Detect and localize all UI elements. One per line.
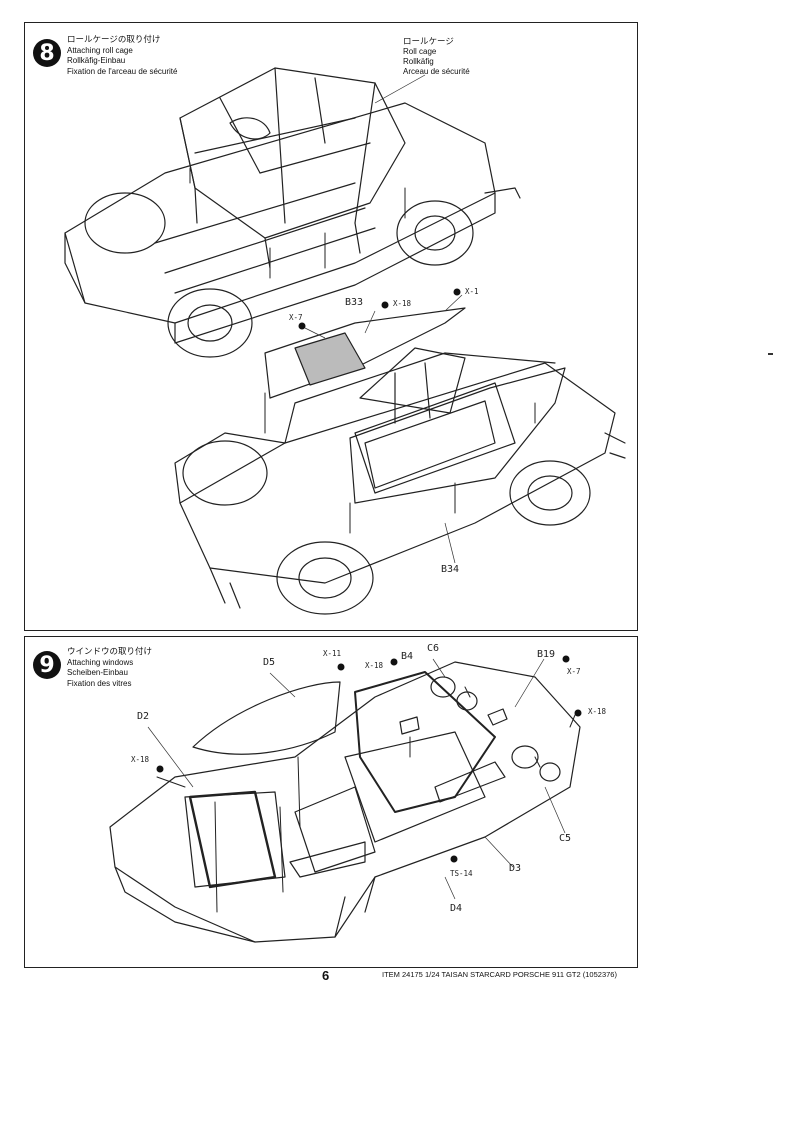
- step-title-en: Attaching roll cage: [67, 45, 133, 55]
- part-label-b4: B4: [401, 651, 414, 662]
- step-title-en: Attaching windows: [67, 657, 134, 667]
- roll-cage-callout-de: Rollkäfig: [403, 57, 434, 66]
- part-label-x18-right: X-18: [588, 707, 607, 716]
- part-label-d2: D2: [137, 711, 150, 722]
- small-parts-drawing: [400, 677, 560, 781]
- step-9-drawing: [25, 655, 582, 967]
- step-9-panel: 9 ウインドウの取り付け Attaching windows Scheiben-…: [24, 636, 638, 968]
- step-8-drawing: [25, 23, 637, 630]
- assembly-arrows: [190, 168, 535, 533]
- item-description: ITEM 24175 1/24 TAISAN STARCARD PORSCHE …: [382, 970, 617, 979]
- step-title-fr: Fixation des vitres: [67, 678, 132, 688]
- side-panel-drawing: [265, 308, 565, 503]
- part-label-ts14: TS-14: [450, 869, 473, 878]
- part-label-d4: D4: [450, 903, 463, 914]
- margin-mark: [768, 353, 773, 355]
- part-label-d3: D3: [509, 863, 522, 874]
- page-number: 6: [322, 968, 330, 983]
- part-label-c6: C6: [427, 643, 440, 654]
- part-label-x7: X-7: [567, 667, 581, 676]
- step-title-block: ウインドウの取り付け Attaching windows Scheiben-Ei…: [67, 647, 152, 689]
- part-label-d5: D5: [263, 657, 276, 668]
- step-title-jp: ロールケージの取り付け: [67, 35, 161, 45]
- part-label-c5: C5: [559, 833, 572, 844]
- step-title-de: Scheiben-Einbau: [67, 668, 128, 677]
- assembly-arrows: [157, 687, 575, 912]
- part-label-x1: X-1: [465, 287, 479, 296]
- roll-cage-callout-jp: ロールケージ: [403, 37, 454, 47]
- part-label-x7: X-7: [289, 313, 303, 322]
- step-title-jp: ウインドウの取り付け: [67, 647, 153, 657]
- part-label-b19: B19: [537, 649, 556, 660]
- part-label-x11: X-11: [323, 649, 342, 658]
- step-title-de: Rollkäfig-Einbau: [67, 56, 126, 65]
- step-number-badge: 8: [33, 39, 61, 67]
- car-body-drawing: [110, 662, 580, 942]
- step-number-badge: 9: [33, 651, 61, 679]
- step-title-block: ロールケージの取り付け Attaching roll cage Rollkäfi…: [67, 35, 177, 77]
- upper-chassis-drawing: [65, 103, 520, 357]
- part-label-x18-left: X-18: [131, 755, 150, 764]
- part-label-x18-top: X-18: [365, 661, 384, 670]
- roll-cage-callout: ロールケージ Roll cage Rollkäfig Arceau de séc…: [403, 37, 470, 77]
- roll-cage-drawing: [180, 68, 405, 268]
- roll-cage-callout-fr: Arceau de sécurité: [403, 67, 470, 76]
- roll-cage-callout-en: Roll cage: [403, 47, 437, 56]
- step-title-fr: Fixation de l'arceau de sécurité: [67, 66, 178, 76]
- part-label-b34: B34: [441, 564, 460, 575]
- part-label-x18: X-18: [393, 299, 412, 308]
- lower-chassis-drawing: [175, 348, 625, 614]
- step-8-panel: 8 ロールケージの取り付け Attaching roll cage Rollkä…: [24, 22, 638, 631]
- window-parts-drawing: [190, 672, 505, 887]
- part-label-b33: B33: [345, 297, 364, 308]
